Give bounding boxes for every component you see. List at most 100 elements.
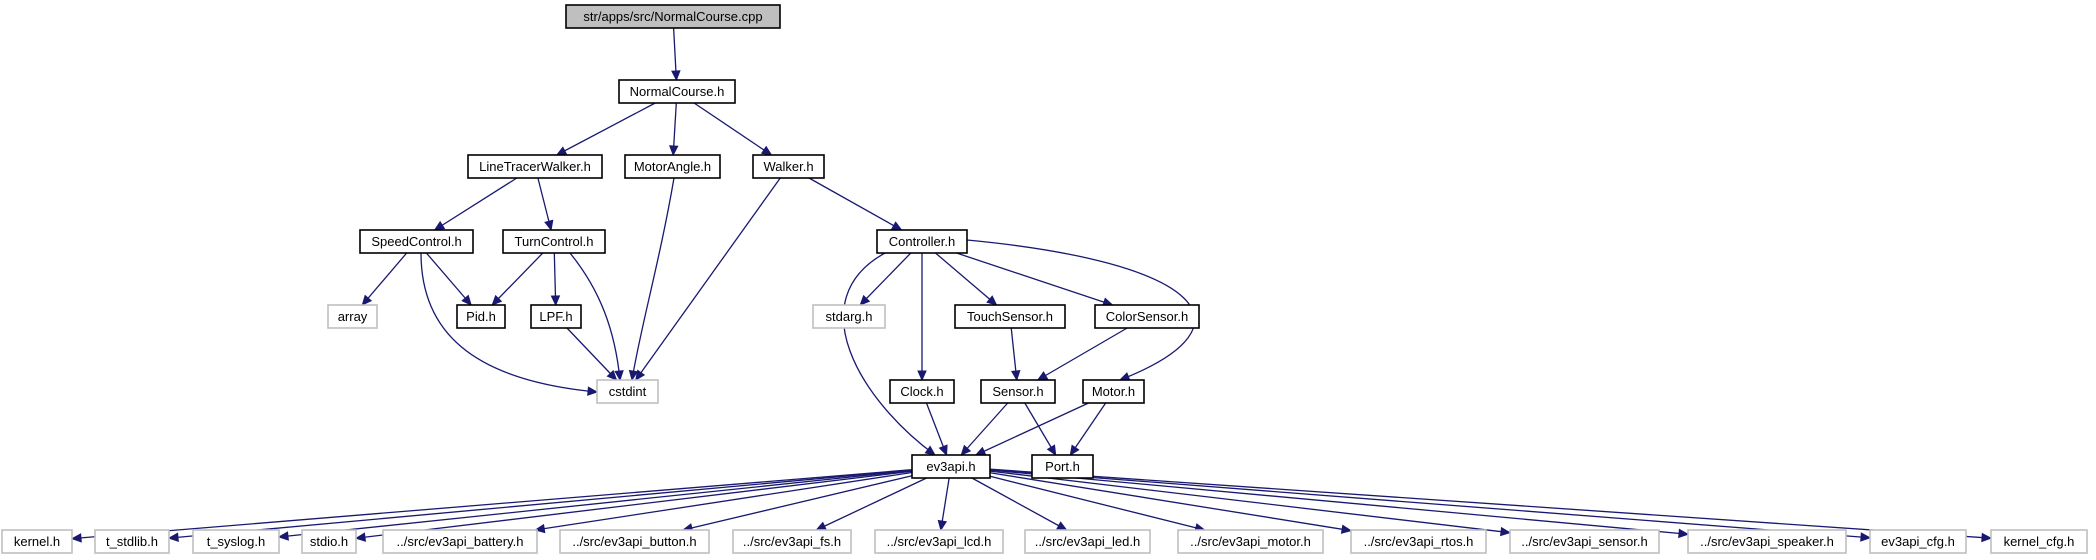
node-label: Port.h — [1045, 459, 1080, 474]
node-label: str/apps/src/NormalCourse.cpp — [583, 9, 762, 24]
edge-arrowhead-mot-to-ev3 — [974, 446, 987, 456]
node-label: ../src/ev3api_battery.h — [397, 534, 524, 549]
node-ev3[interactable]: ev3api.h — [911, 454, 991, 479]
node-box[interactable] — [1094, 304, 1200, 329]
node-pid[interactable]: Pid.h — [456, 304, 506, 329]
edge-ctl-to-ev3 — [842, 252, 936, 456]
node-box[interactable] — [889, 379, 955, 404]
edge-arrowhead-nch-to-ltw — [555, 146, 568, 156]
node-label: Walker.h — [763, 159, 813, 174]
node-sen[interactable]: Sensor.h — [980, 379, 1056, 404]
edge-arrowhead-ev3-to-esen — [1500, 526, 1512, 537]
node-ma[interactable]: MotorAngle.h — [624, 154, 721, 179]
edge-sc-to-csi — [420, 252, 598, 393]
node-ts[interactable]: TouchSensor.h — [954, 304, 1066, 329]
node-k: kernel.h — [1, 529, 73, 554]
node-root[interactable]: str/apps/src/NormalCourse.cpp — [565, 4, 781, 29]
node-box[interactable] — [467, 154, 603, 179]
node-box — [732, 529, 852, 554]
edge-ev3-to-tsys — [278, 469, 913, 538]
edge-ev3-to-emot — [989, 475, 1205, 531]
node-label: stdarg.h — [826, 309, 873, 324]
node-clk[interactable]: Clock.h — [889, 379, 955, 404]
node-label: ../src/ev3api_led.h — [1035, 534, 1141, 549]
node-box[interactable] — [456, 304, 506, 329]
edge-arrowhead-ev3-to-lcd — [937, 519, 948, 532]
edge-arrowhead-mot-to-port — [1069, 444, 1080, 457]
node-port[interactable]: Port.h — [1031, 454, 1094, 479]
edge-ev3-to-stdio — [355, 470, 913, 539]
node-ltw[interactable]: LineTracerWalker.h — [467, 154, 603, 179]
edge-arrowhead-ev3-to-kcfg — [1981, 532, 1993, 543]
edge-ctl-to-sta — [859, 252, 912, 306]
edge-ev3-to-fs — [816, 477, 927, 531]
edge-arrowhead-tc-to-pid — [491, 294, 503, 306]
node-box[interactable] — [954, 304, 1066, 329]
node-cs[interactable]: ColorSensor.h — [1094, 304, 1200, 329]
node-layer: str/apps/src/NormalCourse.cppNormalCours… — [1, 4, 2088, 554]
node-bat: ../src/ev3api_battery.h — [382, 529, 538, 554]
node-label: NormalCourse.h — [630, 84, 725, 99]
node-box — [1177, 529, 1324, 554]
node-tstd: t_stdlib.h — [94, 529, 170, 554]
node-box — [301, 529, 357, 554]
node-box[interactable] — [1031, 454, 1094, 479]
edge-arrowhead-ev3-to-k — [70, 533, 82, 543]
node-label: ev3api_cfg.h — [1881, 534, 1955, 549]
edge-tc-to-pid — [491, 252, 544, 306]
node-box — [327, 304, 378, 329]
edge-nch-to-wk — [693, 102, 772, 156]
edge-tc-to-csi — [569, 252, 621, 381]
node-label: ../src/ev3api_button.h — [572, 534, 696, 549]
node-wk[interactable]: Walker.h — [752, 154, 825, 179]
node-label: Controller.h — [889, 234, 955, 249]
edge-wk-to-ctl — [808, 177, 902, 231]
node-lpf[interactable]: LPF.h — [530, 304, 582, 329]
node-tc[interactable]: TurnControl.h — [502, 229, 606, 254]
node-label: ../src/ev3api_fs.h — [743, 534, 841, 549]
node-box[interactable] — [980, 379, 1056, 404]
node-box[interactable] — [618, 79, 736, 104]
node-box — [192, 529, 280, 554]
edge-arrowhead-tc-to-lpf — [550, 295, 561, 307]
node-box[interactable] — [359, 229, 474, 254]
node-label: ../src/ev3api_speaker.h — [1700, 534, 1834, 549]
node-label: TurnControl.h — [515, 234, 594, 249]
edge-arrowhead-ev3-to-led — [1055, 521, 1068, 531]
node-box[interactable] — [1082, 379, 1145, 404]
edge-ev3-to-bat — [535, 471, 913, 531]
node-arr: array — [327, 304, 378, 329]
edge-sen-to-ev3 — [960, 402, 1009, 456]
edge-arrowhead-ev3-to-stdio — [354, 532, 367, 542]
node-label: Sensor.h — [992, 384, 1043, 399]
node-box[interactable] — [911, 454, 991, 479]
node-box[interactable] — [752, 154, 825, 179]
edge-ev3-to-k — [71, 469, 913, 540]
node-label: Clock.h — [900, 384, 943, 399]
node-box — [94, 529, 170, 554]
node-label: Motor.h — [1092, 384, 1135, 399]
node-box — [1990, 529, 2088, 554]
node-label: LineTracerWalker.h — [479, 159, 591, 174]
node-nch[interactable]: NormalCourse.h — [618, 79, 736, 104]
edge-ev3-to-cfg — [989, 468, 1871, 539]
node-box[interactable] — [565, 4, 781, 29]
node-sc[interactable]: SpeedControl.h — [359, 229, 474, 254]
node-box — [812, 304, 886, 329]
node-led: ../src/ev3api_led.h — [1024, 529, 1151, 554]
node-box[interactable] — [530, 304, 582, 329]
edge-arrowhead-wk-to-ctl — [890, 221, 903, 231]
edge-arrowhead-lpf-to-csi — [606, 369, 618, 381]
node-box[interactable] — [502, 229, 606, 254]
edge-ev3-to-spk — [989, 469, 1689, 535]
edge-arrowhead-ltw-to-sc — [433, 220, 446, 231]
edge-arrowhead-ev3-to-fs — [815, 521, 828, 531]
node-mot[interactable]: Motor.h — [1082, 379, 1145, 404]
node-sta: stdarg.h — [812, 304, 886, 329]
node-box[interactable] — [624, 154, 721, 179]
node-box[interactable] — [876, 229, 968, 254]
node-label: TouchSensor.h — [967, 309, 1053, 324]
edge-arrowhead-ev3-to-cfg — [1860, 532, 1872, 542]
node-ctl[interactable]: Controller.h — [876, 229, 968, 254]
